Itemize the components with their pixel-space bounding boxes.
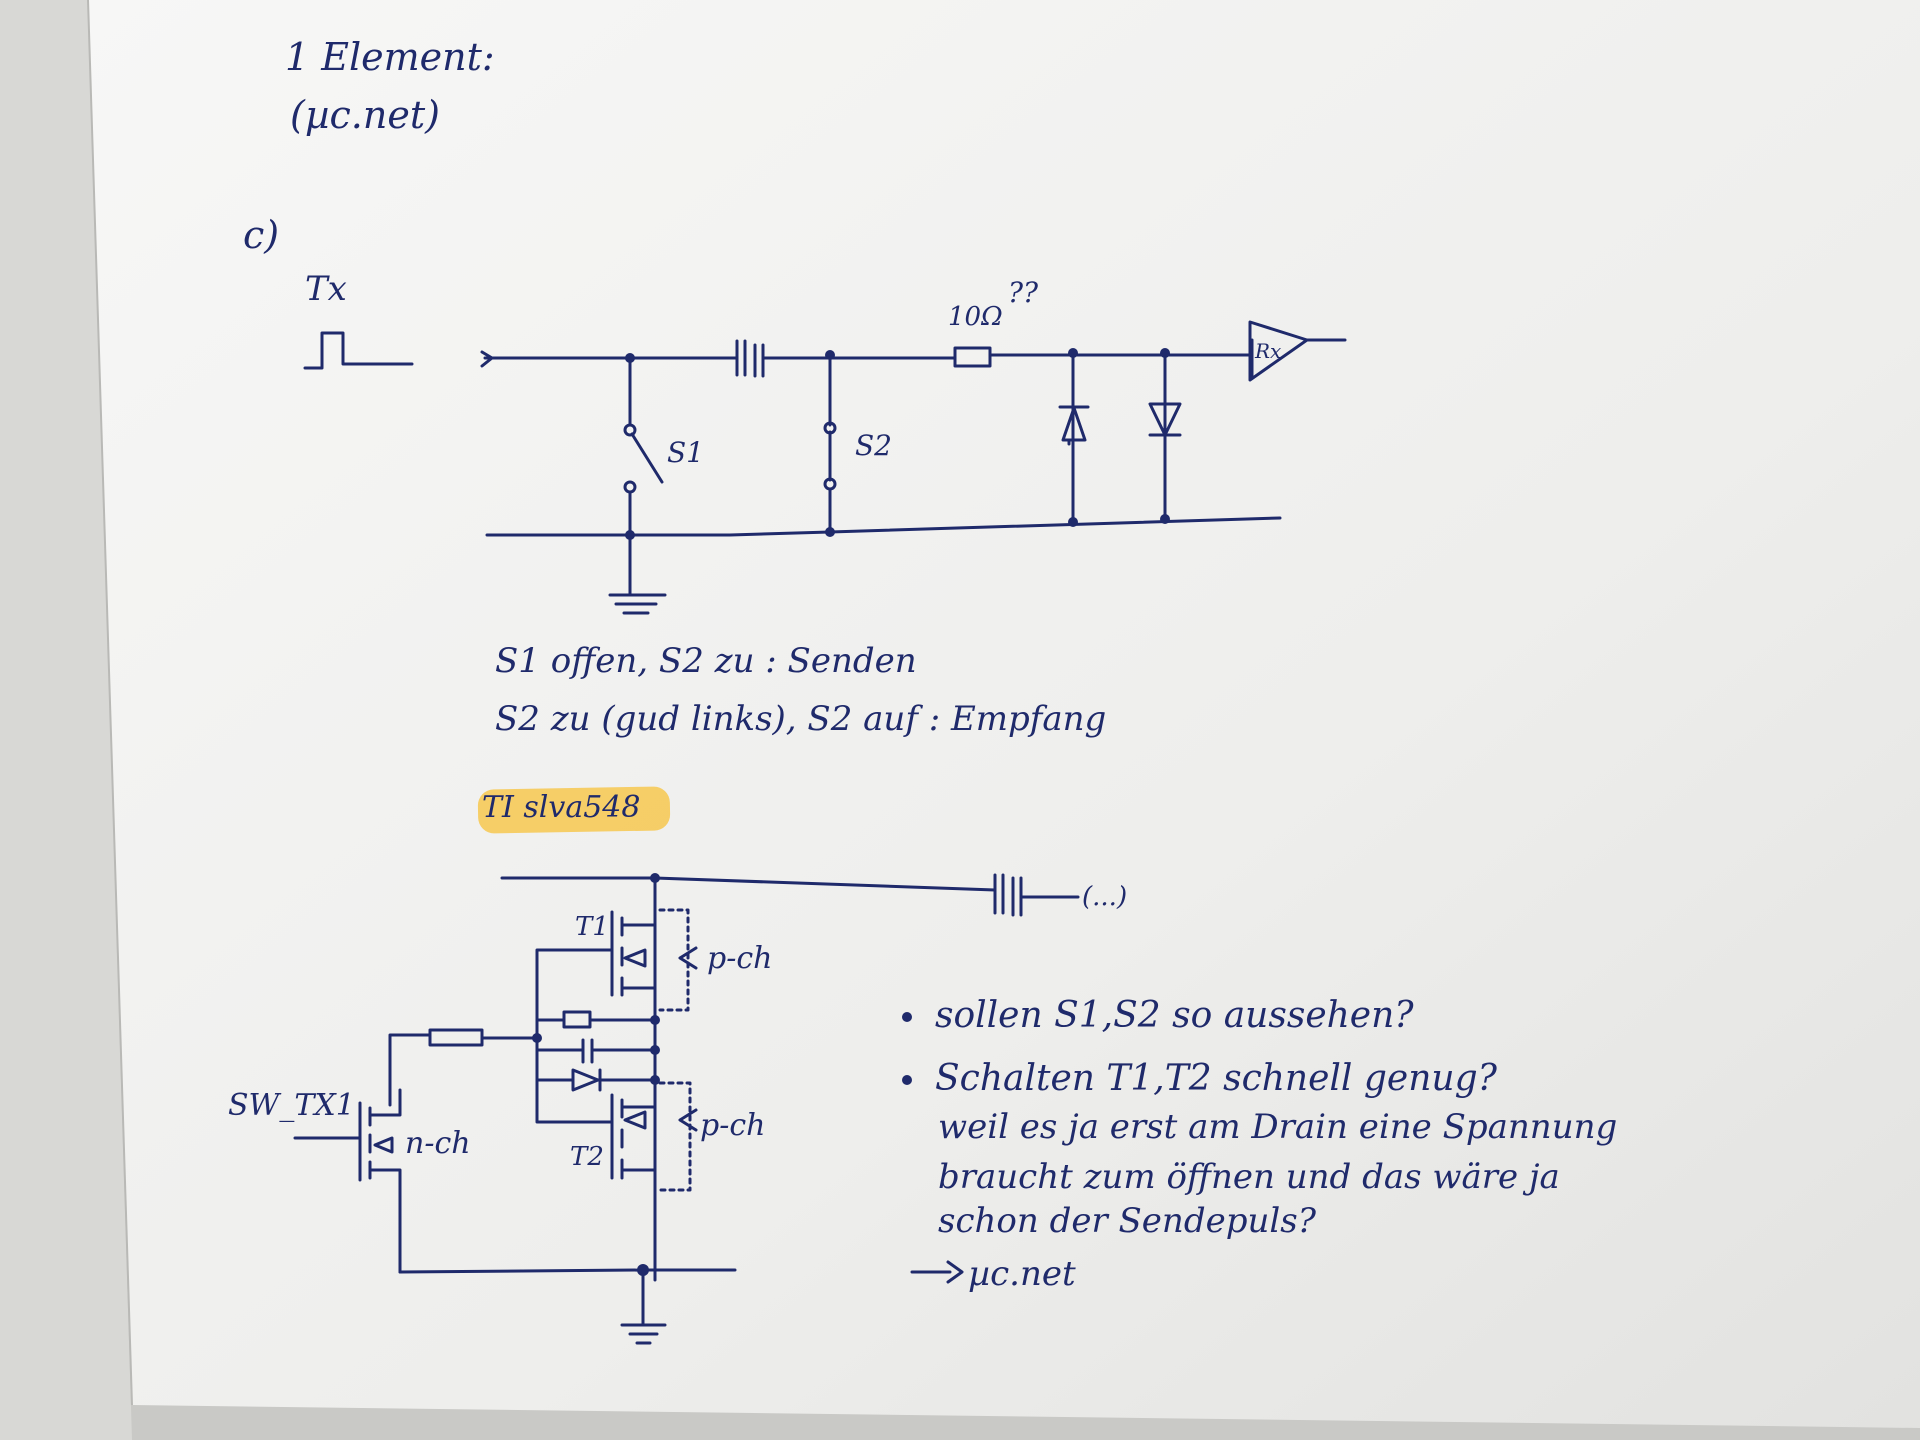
t2-mosfet-icon	[610, 1093, 657, 1180]
n-ch-mosfet-icon	[358, 1088, 402, 1274]
explanation-line-2: braucht zum öffnen und das wäre ja	[938, 1157, 1560, 1197]
reference-label: TI slva548	[482, 790, 640, 825]
t2-body-arrow	[623, 1110, 647, 1130]
bottom-rail	[485, 516, 1282, 537]
bottom-rail-2	[398, 1268, 737, 1274]
switch-s1-contact-top	[623, 423, 637, 437]
gate-bus	[535, 948, 614, 1124]
junction-dot	[1160, 514, 1170, 524]
t1-dotted-diode	[658, 908, 690, 1012]
note-receive-mode: S2 zu (gud links), S2 auf : Empfang	[495, 699, 1106, 739]
capacitor-2-icon	[993, 873, 1023, 917]
bullet-dot	[902, 1012, 912, 1022]
junction-dot	[625, 353, 635, 363]
t1-dotted-diode-arrow	[678, 946, 698, 970]
t2-dotted-diode	[658, 1081, 692, 1192]
junction-dot	[1068, 517, 1078, 527]
junction-dot	[1068, 348, 1078, 358]
tx-pulse-icon	[303, 331, 414, 370]
n-ch-label: n-ch	[405, 1126, 471, 1161]
switch-s1-blade	[630, 432, 664, 484]
ground-symbol-1-icon	[608, 593, 667, 615]
section-label: c)	[243, 213, 279, 257]
reference-link: µc.net	[968, 1254, 1076, 1294]
input-wire	[388, 1033, 432, 1107]
header-line-1: 1 Element:	[285, 35, 495, 79]
junction-dot	[650, 1045, 660, 1055]
header-line-2: (µc.net)	[290, 93, 440, 137]
question-2: Schalten T1,T2 schnell genug?	[935, 1058, 1498, 1099]
junction-dot	[650, 873, 660, 883]
t1-body-arrow	[623, 948, 647, 968]
junction-dot	[825, 350, 835, 360]
switch-s2-label: S2	[855, 429, 892, 462]
resistor-label: 10Ω	[948, 302, 1003, 332]
sw-tx1-label: SW_TX1	[228, 1088, 355, 1123]
n-ch-body-arrow	[373, 1136, 394, 1154]
note-send-mode: S1 offen, S2 zu : Senden	[495, 641, 917, 681]
circuit-1	[303, 320, 1347, 615]
receiver-label: Rx	[1254, 339, 1281, 363]
question-1: sollen S1,S2 so aussehen?	[935, 995, 1414, 1036]
tx-label: Tx	[305, 269, 347, 309]
gate-resistor-icon	[562, 1010, 592, 1029]
arrow-right-icon	[910, 1260, 964, 1284]
highlighter-mark	[477, 786, 671, 834]
resistor-10-ohm-icon	[953, 346, 992, 368]
junction-dot	[1160, 348, 1170, 358]
gate-diode-icon	[535, 1068, 657, 1092]
junction-dot	[625, 530, 635, 540]
explanation-line-3: schon der Sendepuls?	[938, 1201, 1317, 1241]
junction-dot	[637, 1264, 649, 1276]
t1-label: T1	[575, 912, 609, 942]
input-resistor-icon	[428, 1028, 484, 1047]
ground-symbol-2-icon	[620, 1323, 667, 1345]
junction-dot	[532, 1033, 542, 1043]
resistor-note: ??	[1008, 276, 1039, 309]
switch-s1-label: S1	[667, 436, 704, 469]
capacitor-1-icon	[735, 339, 765, 378]
top-supply-wire	[500, 876, 997, 892]
explanation-line-1: weil es ja erst am Drain eine Spannung	[938, 1107, 1617, 1147]
t1-mosfet-icon	[610, 910, 657, 997]
junction-dot	[650, 1075, 660, 1085]
diode-2-icon	[1148, 402, 1182, 437]
diode-1-icon	[1058, 405, 1090, 446]
continuation-label: (...)	[1082, 882, 1127, 912]
gate-capacitor-icon	[535, 1038, 657, 1064]
t2-dotted-diode-arrow	[678, 1108, 698, 1132]
junction-dot	[650, 1015, 660, 1025]
receiver-amplifier-icon	[1248, 320, 1309, 382]
p-ch-top-label: p-ch	[707, 941, 772, 976]
p-ch-bottom-label: p-ch	[700, 1108, 765, 1143]
bullet-dot	[902, 1075, 912, 1085]
t2-label: T2	[570, 1142, 604, 1172]
circuit-2	[293, 873, 1080, 1345]
junction-dot	[825, 527, 835, 537]
